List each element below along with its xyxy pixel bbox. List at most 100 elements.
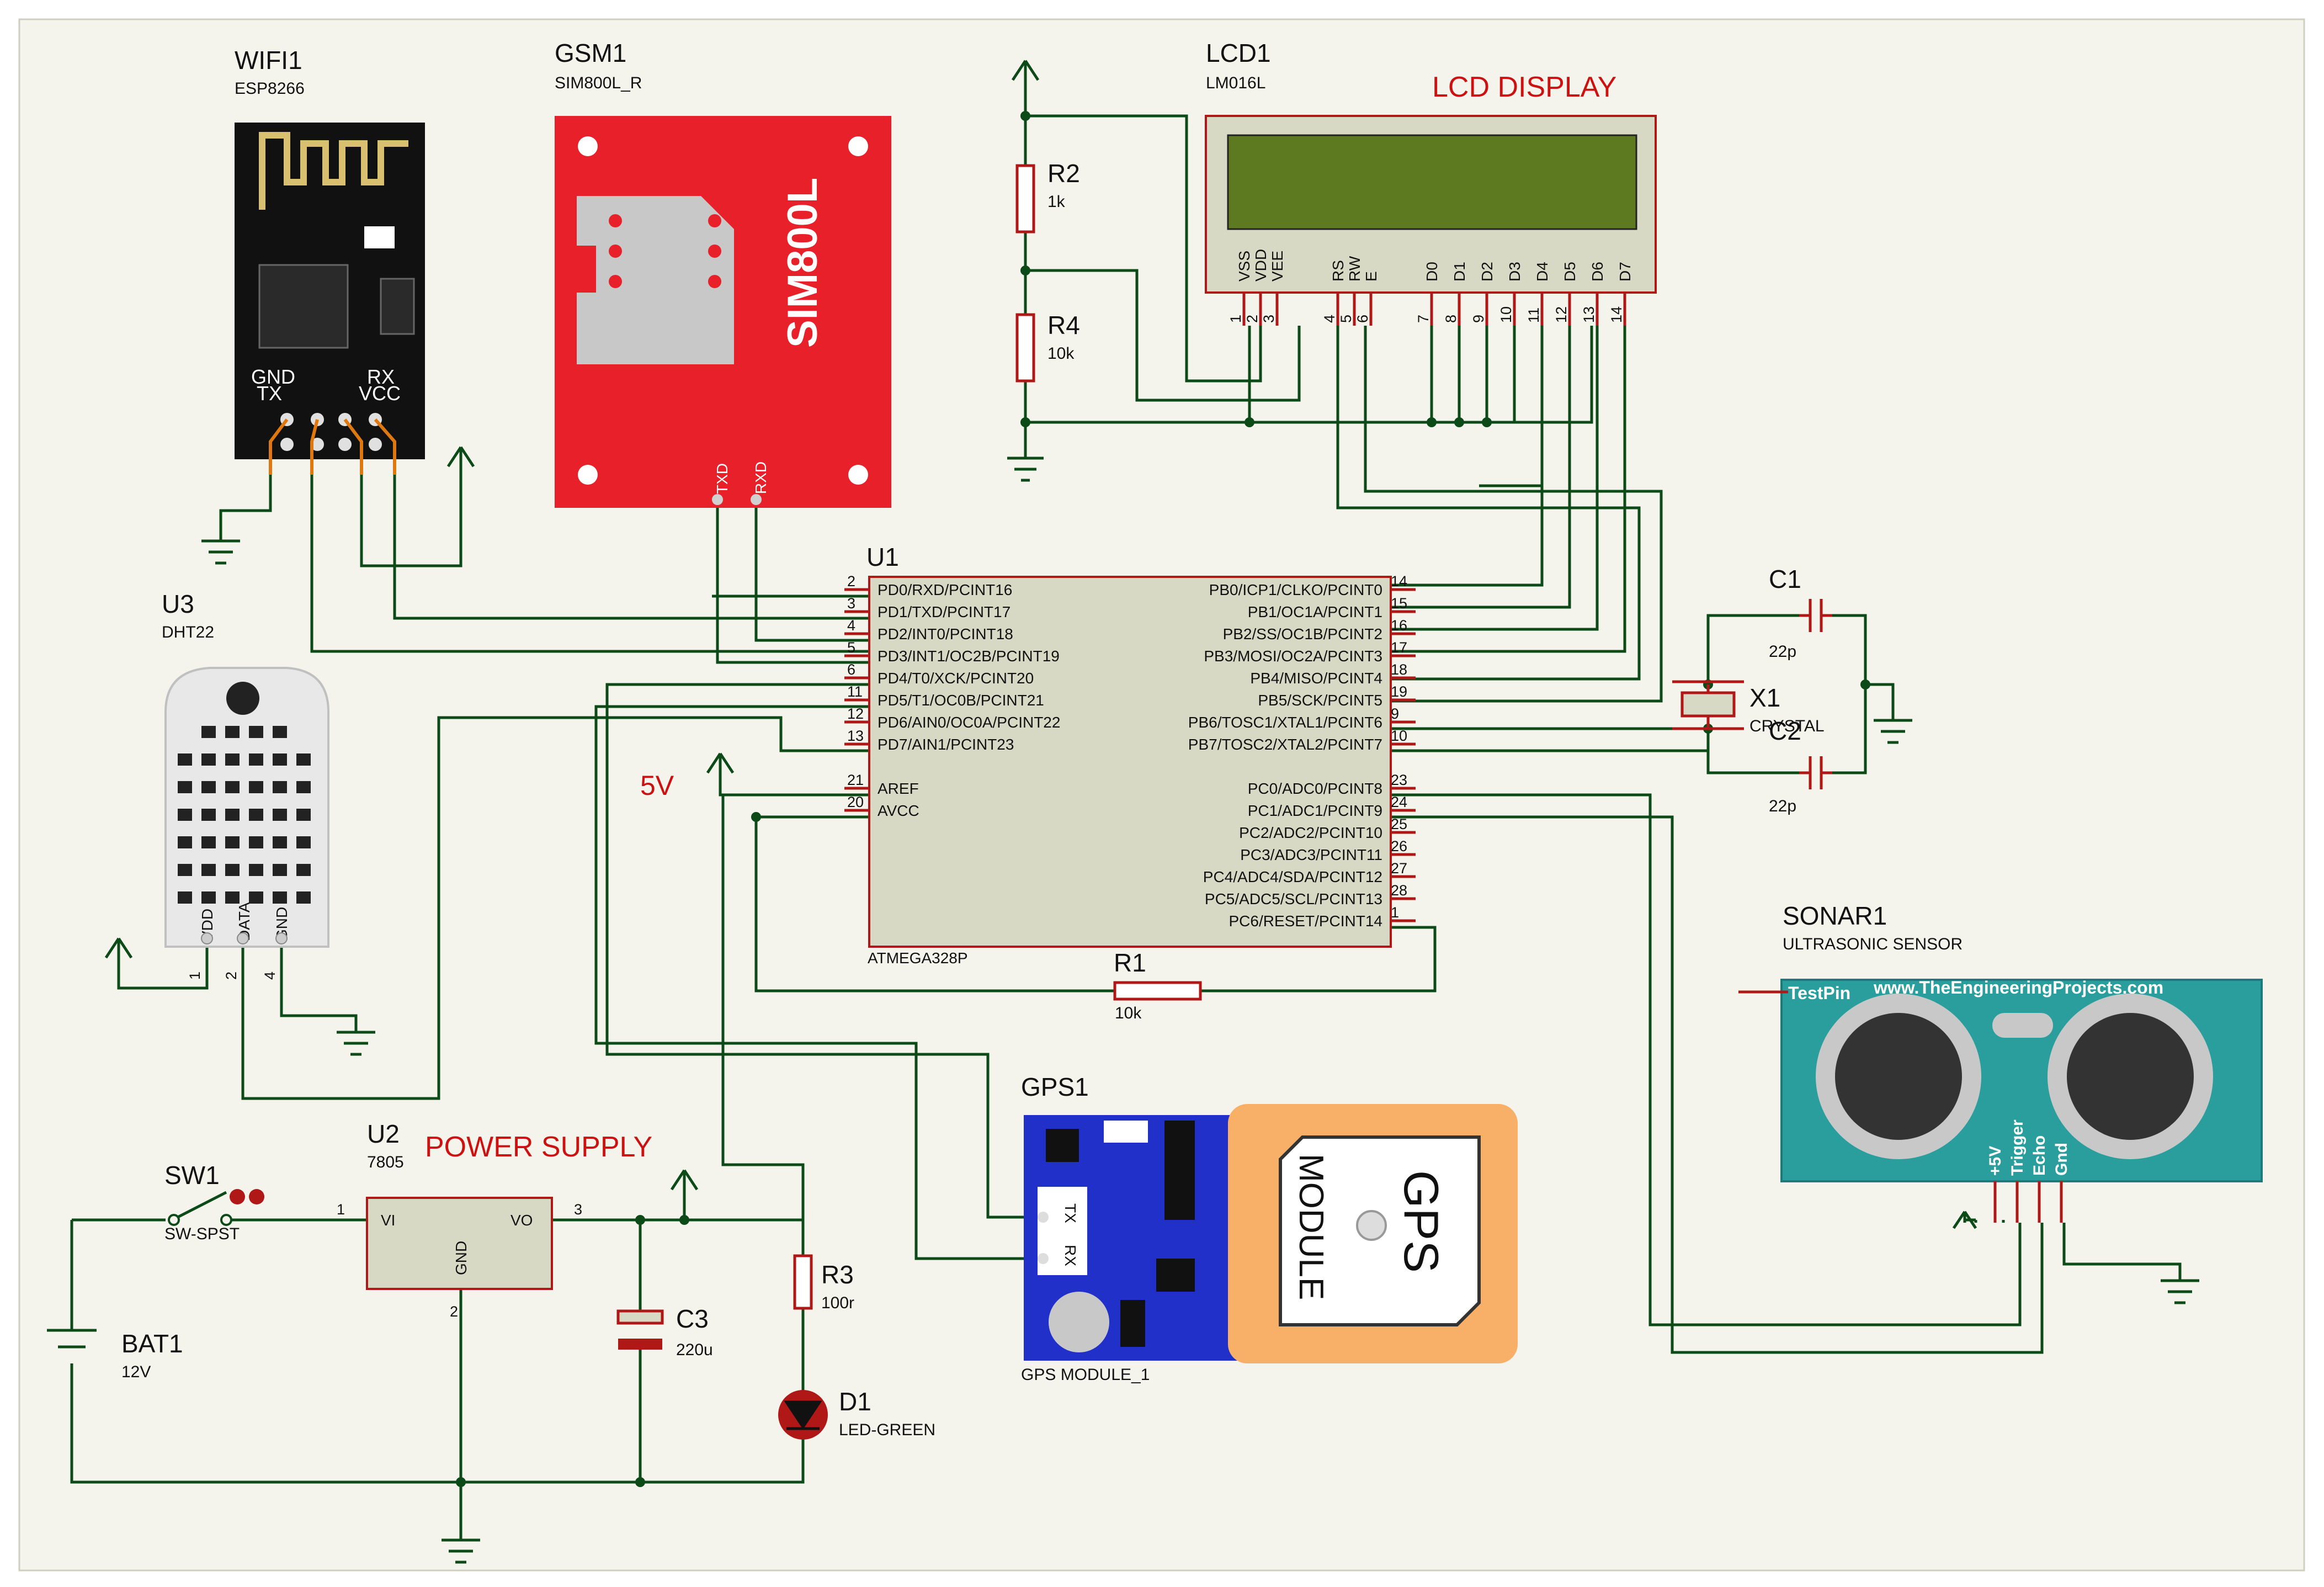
ground-icon [1874,719,1912,744]
vent-slot [296,781,311,793]
r3-body [793,1254,813,1310]
gps-pad [1038,1212,1049,1223]
capacitor-c2[interactable]: C2 22p [1769,716,1832,815]
dht-pad [237,932,249,944]
esp-pin-vcc: VCC [359,382,401,405]
esp-pin-tx: TX [257,382,282,405]
mcu-pin-number: 20 [847,794,864,810]
lcd-pin-label: VEE [1269,251,1286,282]
crystal-x1[interactable]: X1 CRYSTAL [1672,680,1825,735]
gps-led-icon [1104,1121,1148,1143]
resistor-r3[interactable]: R3 100r [793,1254,854,1312]
capacitor-c3[interactable]: C3 220u [616,1304,713,1359]
vent-slot [225,781,240,793]
chip-icon [258,264,349,349]
gps-value: GPS MODULE_1 [1021,1366,1150,1384]
crystal-oscillator-icon [1992,1013,2053,1038]
vcc-arrow-icon [706,752,735,774]
vent-slot [225,809,240,821]
mcu-pin-name: PC1/ADC1/PCINT9 [1248,802,1382,819]
ground-icon [337,1031,375,1056]
dht-pinnum: 4 [262,972,278,980]
vent-slot [178,809,192,821]
mcu-pin-name: PD1/TXD/PCINT17 [878,603,1011,620]
vent-slot [273,809,287,821]
switch-sw1[interactable]: SW1 SW-SPST [164,1161,264,1243]
gps-label: GPS [1394,1170,1449,1273]
lcd-pin-label: RS [1329,260,1347,282]
vent-slot [201,864,216,876]
gps-transistor-icon [1156,1259,1195,1292]
lcd-pin-number: 12 [1553,306,1570,323]
sonar-testpin: TestPin [1788,983,1850,1003]
gsm-pin-txd: TXD [714,463,731,494]
regulator-u2[interactable]: U2 7805 POWER SUPPLY VI VO GND 1 3 2 [337,1119,652,1320]
vent-slot [225,726,240,738]
u1-value: ATMEGA328P [868,949,968,967]
c2-value: 22p [1769,797,1796,815]
power-supply-title: POWER SUPPLY [425,1131,652,1163]
resistor-r1[interactable]: R1 10k [1113,948,1202,1022]
mcu-pin-name: PC4/ADC4/SDA/PCINT12 [1203,868,1382,885]
r3-ref: R3 [821,1260,854,1289]
dht22-sensor[interactable]: U3 DHT22 VDD DATA GND 1 2 4 [162,590,329,980]
vent-slot [249,753,263,766]
mcu-pin-name: AREF [878,780,919,797]
mcu-pin-name: PD2/INT0/PCINT18 [878,625,1013,643]
lcd-pin-label: D0 [1423,262,1440,282]
gsm-txd-pad [712,494,723,505]
lcd-pin-number: 8 [1443,315,1459,323]
lcd-value: LM016L [1206,74,1265,92]
mcu-pin-number: 21 [847,772,864,788]
lcd-title: LCD DISPLAY [1432,71,1616,103]
gps-diode-icon [1120,1300,1145,1347]
mcu-pin-number: 11 [847,683,863,700]
esp-pin-rx: RX [367,365,395,388]
u2-gnd: GND [453,1241,470,1275]
vent-slot [273,836,287,848]
mcu-pin-name: PD5/T1/OC0B/PCINT21 [878,692,1044,709]
wires [70,61,2182,1540]
sim-slot-icon [577,196,734,364]
c3-ref: C3 [676,1304,709,1333]
diode-icon [784,1400,822,1430]
capacitor-c1[interactable]: C1 22p [1769,565,1832,661]
resistor-r2[interactable]: R2 1k [1015,159,1080,233]
mcu-pin-name: PB4/MISO/PCINT4 [1250,670,1382,687]
mcu-pin-number: 13 [847,728,864,744]
switch-indicator-icon [249,1189,264,1204]
battery-bat1[interactable]: BAT1 12V [47,1329,183,1381]
sim800l-module[interactable]: GSM1 SIM800L_R SIM800L TXD RXD [555,39,891,508]
vent-slot [225,836,240,848]
vent-slot [273,781,287,793]
mcu-pin-number: 4 [847,617,855,634]
gps-module[interactable]: GPS1 GPS MODULE TX RX GPS MODULE_1 [1021,1073,1518,1384]
sw1-value: SW-SPST [164,1225,240,1243]
mount-hole-icon [848,465,868,485]
mcu-pin-name: PB3/MOSI/OC2A/PCINT3 [1204,647,1382,665]
sim800l-label: SIM800L [779,178,826,348]
gps-module-label: MODULE [1292,1154,1330,1300]
sonar-pin-5v: +5V [1986,1146,2004,1176]
d1-ref: D1 [839,1387,871,1416]
led-d1[interactable]: D1 LED-GREEN [778,1387,935,1440]
mcu-pin-number: 2 [847,573,855,590]
crystal-body [1680,691,1736,718]
lcd-lm016l[interactable]: LCD1 LM016L LCD DISPLAY VSS1VDD2VEE3RS4R… [1205,39,1657,326]
mcu-pin-number: 17 [1391,639,1407,656]
resistor-r4[interactable]: R4 10k [1015,311,1080,383]
ultrasonic-sensor[interactable]: SONAR1 ULTRASONIC SENSOR TestPin www.The… [1738,901,2263,1223]
vent-slot [249,864,263,876]
vent-slot [273,891,287,904]
mcu-pin-name: PD7/AIN1/PCINT23 [878,736,1014,753]
vent-slot [178,753,192,766]
vent-slot [249,781,263,793]
lcd-ref: LCD1 [1206,39,1271,67]
mcu-pin-name: PC2/ADC2/PCINT10 [1239,824,1382,841]
vcc-arrow-icon [1011,60,1040,88]
vent-slot [249,891,263,904]
gsm-ref: GSM1 [555,39,626,67]
esp8266-module[interactable]: WIFI1 ESP8266 GND RX TX VCC [235,46,425,475]
gsm-value: SIM800L_R [555,74,642,92]
